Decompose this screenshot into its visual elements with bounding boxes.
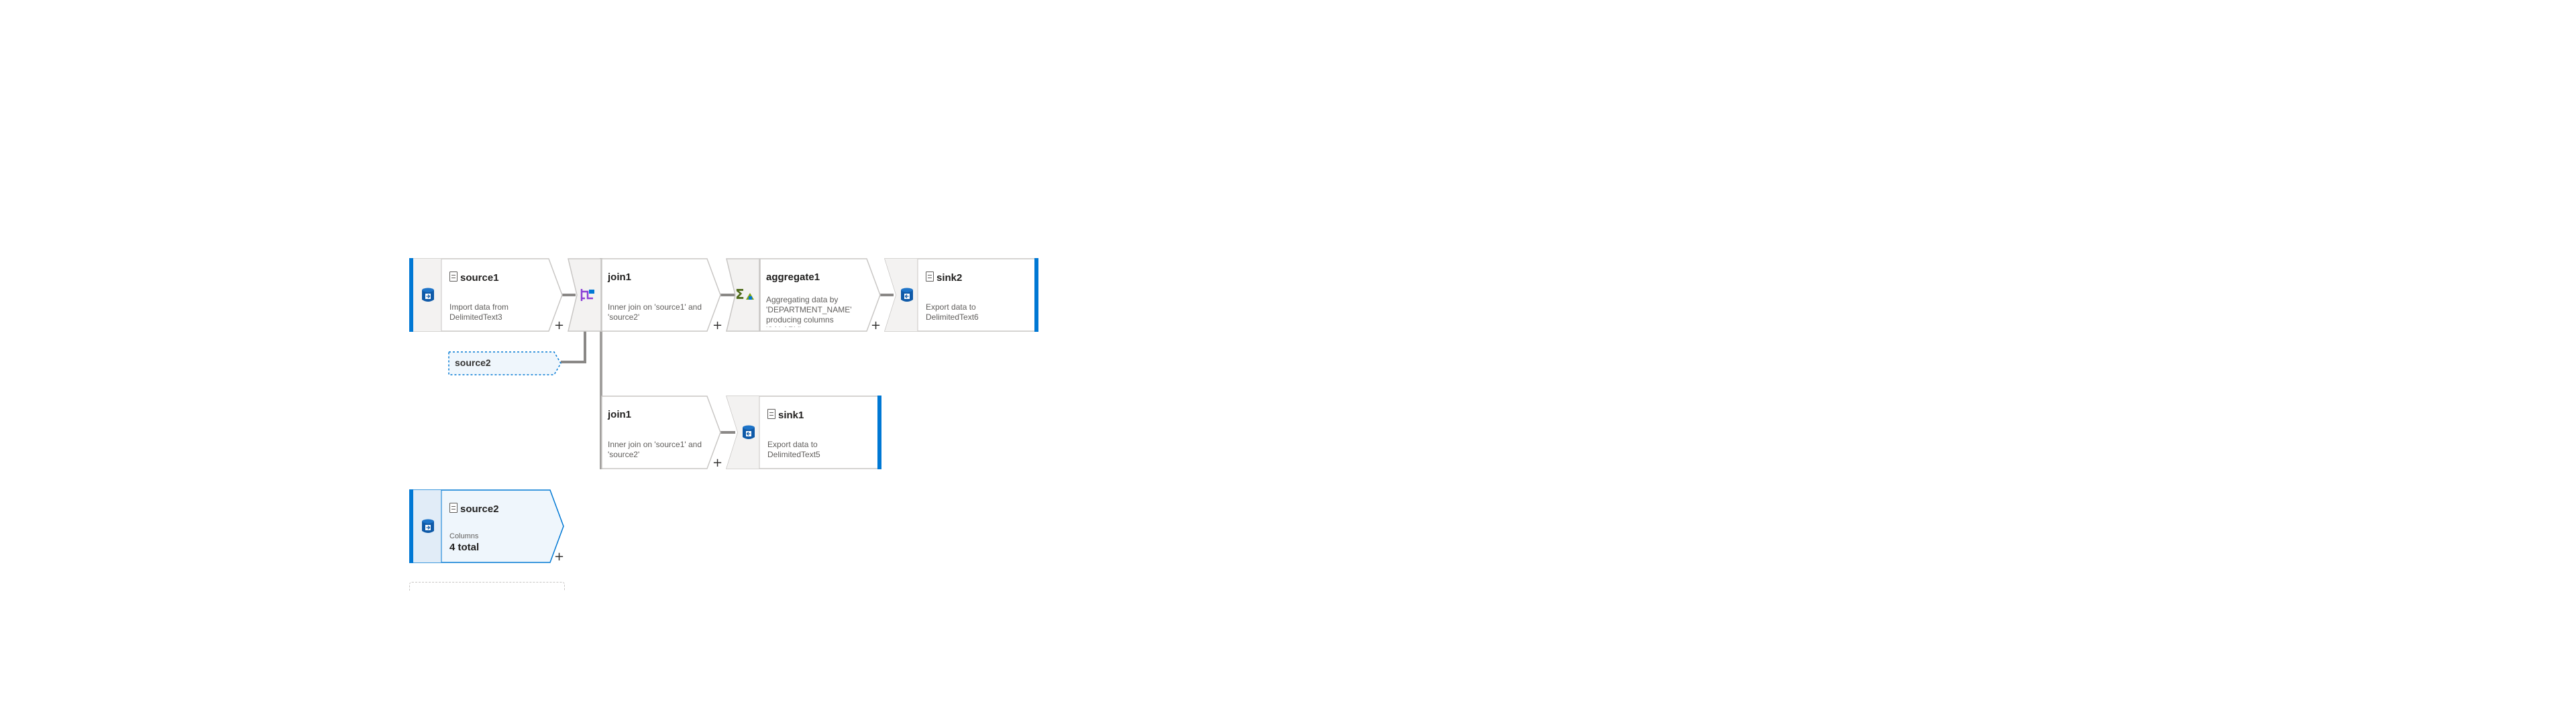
aggregate1-description: Aggregating data by 'DEPARTMENT_NAME' pr… [766,295,852,327]
document-icon [449,503,458,513]
sigma-icon: Σ [735,286,755,306]
aggregate1-icon-block[interactable]: Σ [726,258,761,332]
document-icon [926,272,934,282]
sink1-node[interactable]: sink1 Export data to DelimitedText5 [725,396,881,469]
source2-reference-label: source2 [455,357,491,368]
source2-columns-label: Columns [449,532,479,540]
database-icon [421,288,435,306]
add-transform-source2-button[interactable]: + [554,550,565,564]
document-icon [767,409,775,419]
add-transform-aggregate1-button[interactable]: + [871,318,881,333]
placeholder-node-outline [409,582,565,591]
join1-branch-node[interactable]: join1 Inner join on 'source1' and 'sourc… [601,396,722,469]
source1-node[interactable]: source1 Import data from DelimitedText3 [409,258,564,332]
source2-columns-value: 4 total [449,542,480,553]
database-icon [742,425,755,443]
aggregate1-title: aggregate1 [766,272,820,283]
source2-reference-chip[interactable]: source2 [448,351,562,375]
join1-branch-title: join1 [608,409,632,420]
connector-source2-join1 [561,330,586,363]
source2-node[interactable]: source2 Columns 4 total [409,489,565,563]
sink2-title: sink2 [926,272,962,284]
sink1-description: Export data to DelimitedText5 [767,440,820,459]
database-icon [900,288,914,306]
join1-title: join1 [608,272,632,283]
join1-icon-block[interactable] [568,258,602,332]
database-icon [421,519,435,537]
source1-description: Import data from DelimitedText3 [449,302,509,322]
sink2-description: Export data to DelimitedText6 [926,302,979,322]
join1-branch-description: Inner join on 'source1' and 'source2' [608,440,702,459]
source1-title: source1 [449,272,499,284]
add-transform-join1-button[interactable]: + [712,318,723,333]
source2-title: source2 [449,503,499,515]
join-icon [580,288,596,306]
add-transform-join1-branch-button[interactable]: + [712,456,723,470]
aggregate1-node[interactable]: aggregate1 Aggregating data by 'DEPARTME… [759,258,881,332]
svg-text:Σ: Σ [735,286,745,302]
join1-description: Inner join on 'source1' and 'source2' [608,302,702,322]
document-icon [449,272,458,282]
sink1-title: sink1 [767,409,804,421]
sink2-node[interactable]: sink2 Export data to DelimitedText6 [883,258,1038,332]
add-transform-source1-button[interactable]: + [554,318,565,333]
join1-node[interactable]: join1 Inner join on 'source1' and 'sourc… [601,258,722,332]
